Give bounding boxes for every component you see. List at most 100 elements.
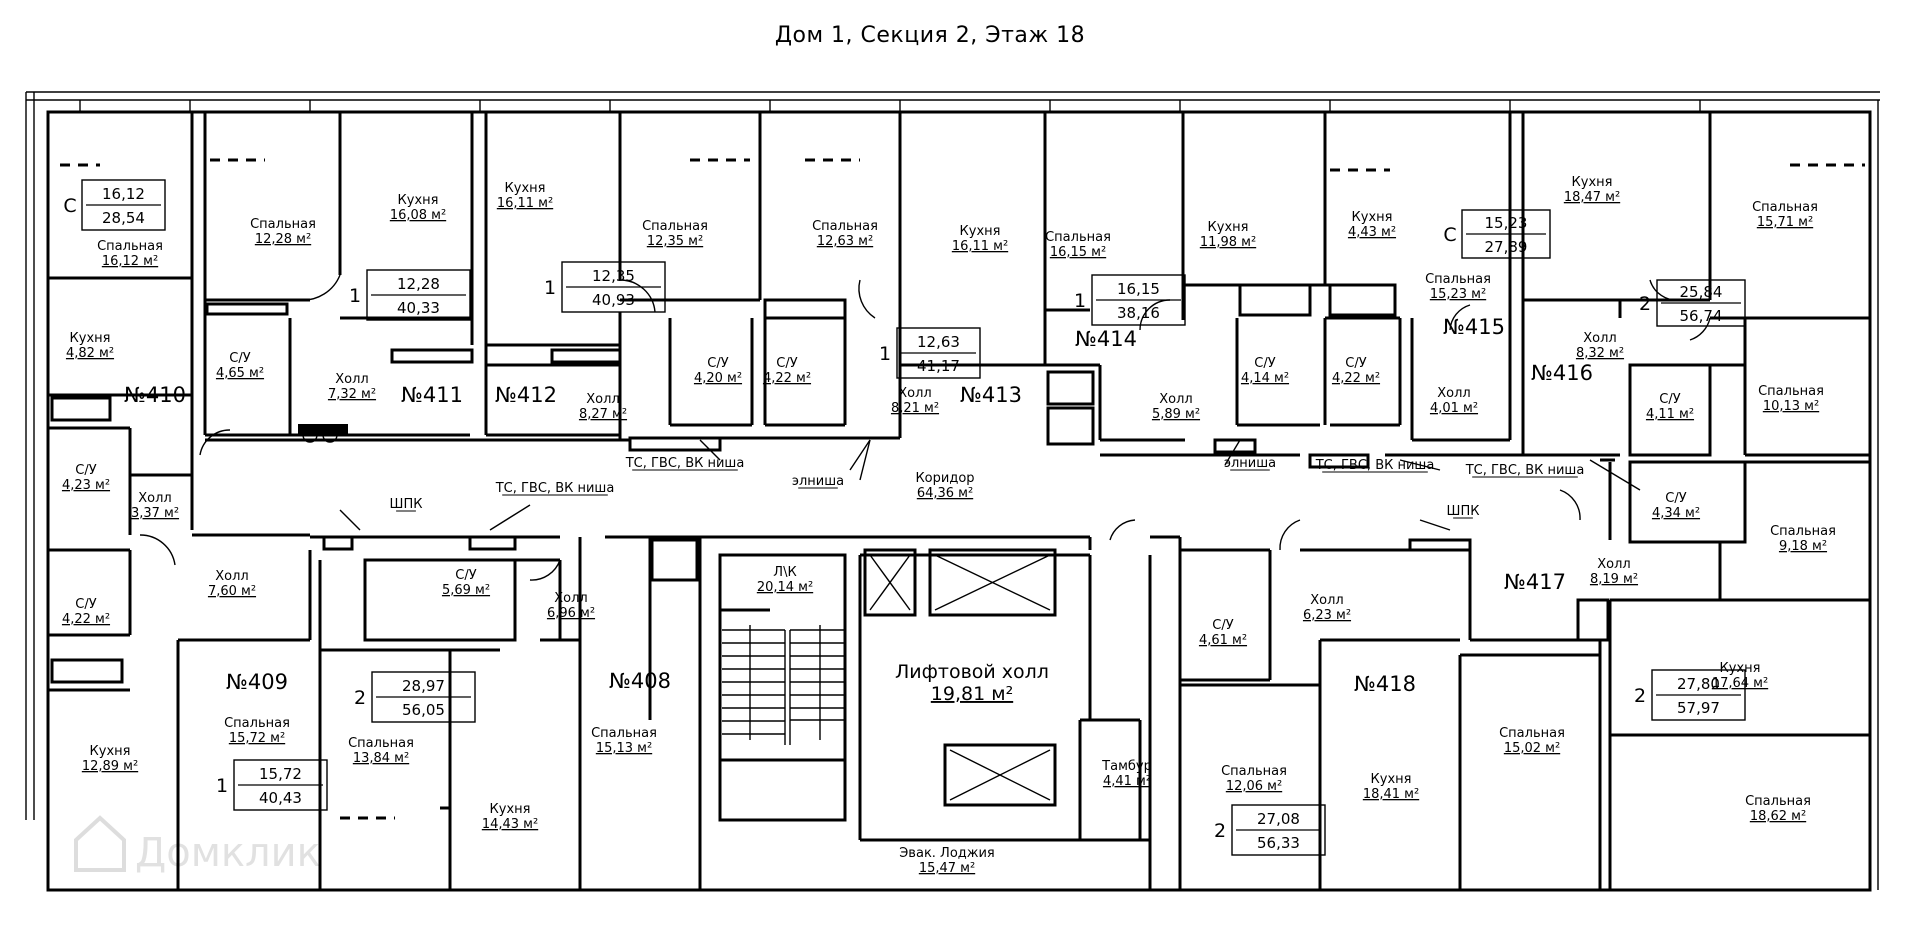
total-area: 27,89	[1485, 238, 1528, 256]
room-name: Кухня	[70, 331, 111, 346]
utility-note: ШПК	[390, 497, 423, 512]
room-name: Спальная	[1758, 384, 1824, 399]
apartment-number: №409	[226, 670, 288, 694]
utility-note: ТС, ГВС, ВК ниша	[1465, 463, 1585, 478]
room-area: 12,28 м²	[255, 232, 311, 247]
room-area: 13,84 м²	[353, 751, 409, 766]
living-area: 15,23	[1485, 214, 1528, 232]
room-name: Холл	[1597, 557, 1630, 572]
room-name: Спальная	[97, 239, 163, 254]
room-count: 1	[879, 343, 891, 365]
svg-text:Лифтовой холл: Лифтовой холл	[895, 661, 1049, 683]
top-row-walls	[48, 112, 1870, 602]
total-area: 38,16	[1117, 304, 1160, 322]
room-area: 4,20 м²	[694, 371, 742, 386]
apartment-number: №417	[1504, 570, 1566, 594]
room-label: Л\К20,14 м²	[757, 565, 813, 595]
room-name: С/У	[75, 463, 96, 478]
room-name: Кухня	[1208, 220, 1249, 235]
apartment-number: №413	[960, 383, 1022, 407]
room-name: Спальная	[1221, 764, 1287, 779]
room-name: С/У	[1254, 356, 1275, 371]
room-name: Спальная	[1045, 230, 1111, 245]
room-area: 4,01 м²	[1430, 401, 1478, 416]
living-area: 12,28	[397, 275, 440, 293]
room-area: 4,61 м²	[1199, 633, 1247, 648]
room-area: 16,15 м²	[1050, 245, 1106, 260]
total-area: 40,93	[592, 291, 635, 309]
room-name: Холл	[554, 591, 587, 606]
room-area: 4,82 м²	[66, 346, 114, 361]
room-label: С/У5,69 м²	[442, 568, 490, 598]
watermark: Домклик	[74, 815, 321, 876]
living-area: 16,15	[1117, 280, 1160, 298]
total-area: 57,97	[1677, 699, 1720, 717]
room-area: 3,37 м²	[131, 506, 179, 521]
living-area: 27,80	[1677, 675, 1720, 693]
room-count: 1	[544, 277, 556, 299]
room-name: Холл	[586, 392, 619, 407]
room-name: Холл	[215, 569, 248, 584]
room-name: Спальная	[1499, 726, 1565, 741]
room-name: С/У	[1212, 618, 1233, 633]
bottom-right-walls	[1180, 550, 1870, 890]
room-name: Эвак. Лоджия	[899, 846, 995, 861]
living-area: 15,72	[259, 765, 302, 783]
living-area: 16,12	[102, 185, 145, 203]
room-area: 15,47 м²	[919, 861, 975, 876]
room-name: С/У	[75, 597, 96, 612]
area-boxes: С16,1228,54112,2840,33112,3540,93112,634…	[63, 179, 1746, 856]
plan-title: Дом 1, Секция 2, Этаж 18	[775, 23, 1085, 48]
room-area: 12,06 м²	[1226, 779, 1282, 794]
room-name: Спальная	[348, 736, 414, 751]
room-name: С/У	[229, 351, 250, 366]
room-count: 2	[1214, 820, 1226, 842]
central-core-walls	[718, 548, 1152, 890]
living-area: 25,84	[1680, 283, 1723, 301]
room-name: С/У	[707, 356, 728, 371]
area-box: 2 27,80 57,97	[1634, 669, 1746, 721]
room-count: 2	[1634, 685, 1646, 707]
apartment-number: №410	[124, 383, 186, 407]
room-name: Спальная	[224, 716, 290, 731]
room-count: 2	[1639, 293, 1651, 315]
bottom-left-walls	[48, 548, 582, 890]
room-area: 11,98 м²	[1200, 235, 1256, 250]
apartment-number: №411	[401, 383, 463, 407]
room-area: 5,89 м²	[1152, 407, 1200, 422]
room-area: 16,08 м²	[390, 208, 446, 223]
room-name: Спальная	[812, 219, 878, 234]
leader-lines	[339, 439, 1641, 531]
utility-note: ШПК	[1447, 504, 1480, 519]
room-name: Кухня	[1572, 175, 1613, 190]
svg-text:Домклик: Домклик	[135, 830, 321, 876]
room-label: С/У4,22 м²	[1332, 356, 1380, 386]
total-area: 41,17	[917, 357, 960, 375]
room-area: 8,27 м²	[579, 407, 627, 422]
room-area: 4,41 м²	[1103, 774, 1151, 789]
window-marks	[60, 158, 1865, 820]
